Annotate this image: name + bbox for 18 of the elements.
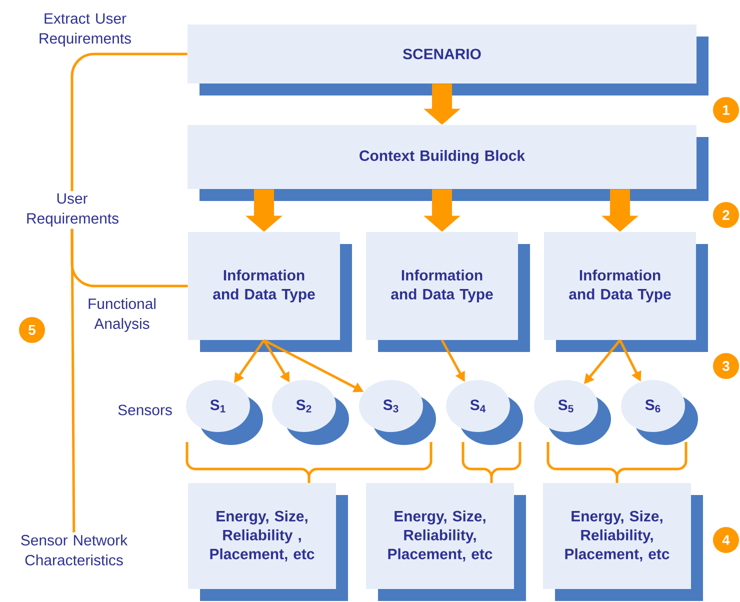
step-number-badge: 4 — [713, 527, 739, 553]
side-label: User Requirements — [27, 193, 118, 227]
process-box: Energy, Size, Reliability, Placement, etc — [366, 483, 526, 601]
step-number-badge: 3 — [713, 353, 739, 379]
side-label: Functional Analysis — [88, 298, 156, 332]
process-box: Information and Data Type — [366, 232, 530, 352]
side-label: Sensors — [118, 404, 172, 416]
step-number-badge: 5 — [19, 317, 45, 343]
process-box: SCENARIO — [188, 24, 708, 96]
process-box: Information and Data Type — [544, 232, 708, 352]
step-number-badge: 2 — [713, 202, 739, 228]
process-box: Energy, Size, Reliability, Placement, etc — [543, 483, 703, 601]
process-box: Energy, Size, Reliability , Placement, etc — [188, 483, 348, 601]
process-box: Context Building Block — [188, 125, 708, 201]
step-number-badge: 1 — [713, 97, 739, 123]
side-label: Sensor Network Characteristics — [21, 534, 128, 566]
side-label: Extract User Requirements — [40, 13, 131, 47]
process-box: Information and Data Type — [188, 232, 352, 352]
